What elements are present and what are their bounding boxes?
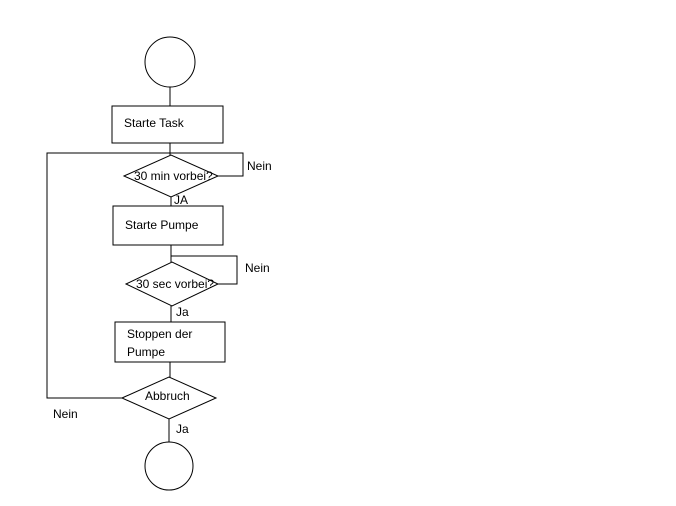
- process-box-label: Starte Pumpe: [125, 218, 199, 232]
- process-box-shape: [114, 321, 226, 363]
- connector-edge-30sec-nein-loop: [171, 255, 238, 285]
- edge-label-edge-30min-nein-loop: Nein: [247, 159, 272, 173]
- process-box-label: Stoppen der: [127, 327, 192, 341]
- node-start[interactable]: [144, 36, 196, 88]
- node-starte-task[interactable]: Starte Task: [111, 105, 224, 144]
- edge-label-edge-abbruch-ja-to-end: Ja: [176, 422, 189, 436]
- connectors-layer: [46, 87, 244, 442]
- terminator-circle-shape: [144, 36, 196, 88]
- process-box-shape: [111, 105, 224, 144]
- terminator-circle-shape: [144, 441, 194, 491]
- process-box-label: Pumpe: [127, 345, 165, 359]
- process-box-shape: [112, 205, 224, 246]
- node-decision-30-min[interactable]: 30 min vorbei?: [122, 154, 220, 198]
- decision-diamond-label: 30 sec vorbei?: [136, 277, 214, 291]
- edge-label-edge-30sec-nein-loop: Nein: [245, 261, 270, 275]
- connector-edge-abbruch-nein-loop: [46, 152, 170, 399]
- decision-diamond-shape: [122, 154, 220, 198]
- decision-diamond-shape: [120, 376, 218, 420]
- decision-diamond-shape: [124, 261, 220, 307]
- connector-edge-30min-nein-loop: [170, 152, 244, 177]
- decision-diamond-label: 30 min vorbei?: [134, 169, 213, 183]
- edge-label-edge-30sec-ja-to-stoppen: Ja: [176, 305, 189, 319]
- decision-diamond-label: Abbruch: [145, 389, 190, 403]
- nodes-layer: Starte Task 30 min vorbei? Starte Pumpe 30 …: [111, 36, 226, 491]
- node-end[interactable]: [144, 441, 194, 491]
- process-box-label: Starte Task: [124, 116, 185, 130]
- edge-label-edge-30min-ja-to-pumpe: JA: [174, 193, 188, 207]
- node-decision-abbruch[interactable]: Abbruch: [120, 376, 218, 420]
- node-starte-pumpe[interactable]: Starte Pumpe: [112, 205, 224, 246]
- node-decision-30-sec[interactable]: 30 sec vorbei?: [124, 261, 220, 307]
- edge-label-edge-abbruch-nein-loop: Nein: [53, 407, 78, 421]
